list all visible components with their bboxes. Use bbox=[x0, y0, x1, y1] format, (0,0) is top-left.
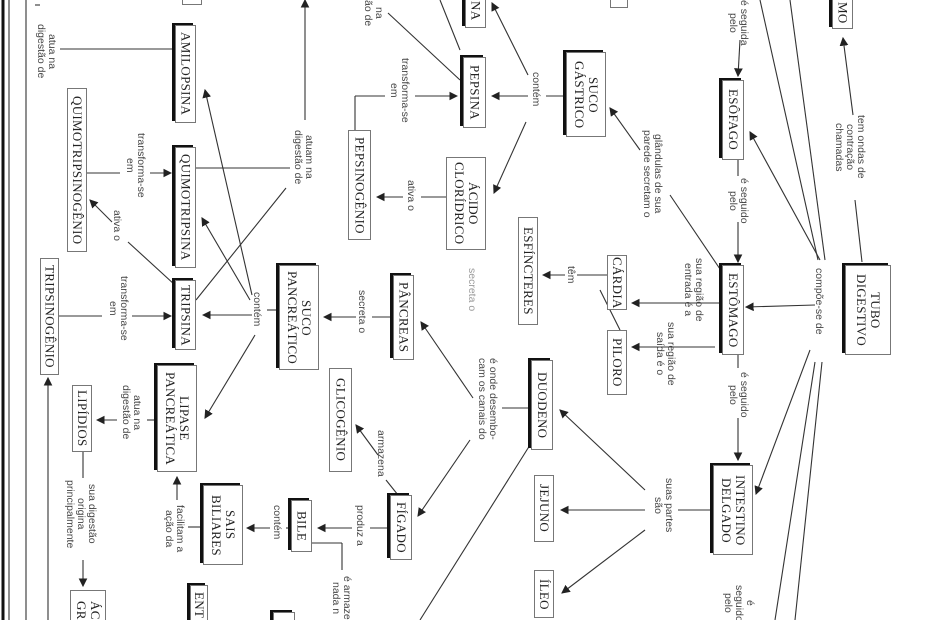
label-seguido-pelo-3: é seguido pelo bbox=[722, 585, 756, 620]
node-glicogenio: GLICOGÊNIO bbox=[329, 368, 352, 472]
label-seguido-pelo-2: é seguido pelo bbox=[727, 372, 750, 418]
label-seguido-pelo-1: é seguido pelo bbox=[727, 178, 750, 224]
label-tem: têm bbox=[565, 266, 577, 284]
label-tem-ondas: tem ondas de contração chamadas bbox=[833, 115, 867, 179]
node-lipase-pancreatica: LIPASE PANCREÁTICA bbox=[157, 365, 197, 472]
label-seguida-pelo: é seguida pelo bbox=[727, 0, 750, 46]
label-secreta-gray: secreta o bbox=[466, 268, 478, 312]
label-ativa-pepsinogenio: ativa o bbox=[405, 180, 417, 211]
node-top-partial bbox=[610, 0, 628, 8]
node-amilopsina: AMILOPSINA bbox=[175, 25, 196, 123]
node-quimotripsinogenio: QUIMOTRIPSINOGÊNIO bbox=[67, 88, 87, 252]
node-peristaltismo: MO bbox=[832, 0, 853, 29]
node-tubo-digestivo: TUBO DIGESTIVO bbox=[845, 265, 891, 355]
label-suas-partes: suas partes são bbox=[652, 478, 675, 533]
label-armazena: armazena bbox=[375, 430, 387, 477]
label-regiao-entrada: sua região de entrada é a bbox=[682, 258, 705, 322]
label-contem-gastrico: contém bbox=[530, 72, 542, 107]
label-atuam-na: atuam na digestão de bbox=[292, 130, 315, 185]
label-atua-lipidios: atua na digestão de bbox=[120, 385, 143, 440]
node-tripsinogenio: TRIPSINOGÊNIO bbox=[40, 258, 59, 375]
label-transforma-pepsina: transforma-se em bbox=[388, 58, 411, 123]
node-ent: ENT bbox=[190, 585, 208, 620]
node-esofago: ESÔFAGO bbox=[722, 80, 744, 160]
node-bottom-partial bbox=[273, 612, 295, 620]
node-esfincteres: ESFÍNCTERES bbox=[518, 217, 538, 325]
label-secreta-pancreas: secreta o bbox=[356, 290, 368, 334]
node-jejuno: JEJUNO bbox=[534, 475, 554, 542]
label-transforma-trip: transforma-se em bbox=[107, 276, 130, 341]
label-ativa-quimo: ativa o bbox=[111, 210, 123, 241]
label-contem-pancreatico: contém bbox=[251, 292, 263, 327]
node-acido-cloridrico: ÁCIDO CLORÍDRICO bbox=[446, 157, 486, 250]
node-duodeno: DUODENO bbox=[531, 360, 553, 450]
label-atua-top: na ão de bbox=[362, 0, 385, 27]
node-intestino-delgado: INTESTINO DELGADO bbox=[713, 465, 753, 555]
node-acidos-graxos: ÁC GR bbox=[70, 590, 106, 620]
label-atua-amilo: atua na digestão de bbox=[35, 24, 58, 79]
label-compoe-se: compõe-se de bbox=[813, 268, 825, 335]
node-piloro: PILORO bbox=[607, 330, 627, 395]
node-quimotripsina: QUIMOTRIPSINA bbox=[175, 147, 196, 268]
node-ileo: ÍLEO bbox=[534, 570, 554, 618]
label-contem-bile: contém bbox=[271, 505, 283, 540]
label-regiao-saida: sua região de saída é o bbox=[654, 322, 677, 386]
node-estomago: ESTÔMAGO bbox=[722, 265, 744, 355]
label-sua-digestao: sua digestão origina principalmente bbox=[64, 480, 98, 549]
label-armazenada: é armaze nada n bbox=[330, 576, 353, 620]
node-na: NA bbox=[465, 0, 486, 28]
node-top-left-partial bbox=[182, 0, 202, 5]
node-pepsinogenio: PEPSINOGÊNIO bbox=[348, 130, 371, 240]
label-produz: produz a bbox=[354, 505, 366, 546]
node-pepsina: PEPSINA bbox=[463, 57, 486, 128]
node-pancreas: PÂNCREAS bbox=[393, 275, 414, 360]
node-suco-gastrico: SUCO GÁSTRICO bbox=[566, 52, 606, 137]
label-desembocam: é onde desembo- cam os canais do bbox=[476, 358, 499, 440]
node-tripsina: TRIPSINA bbox=[175, 280, 196, 350]
label-glandulas: glândulas de sua parede secretam o bbox=[641, 130, 664, 218]
label-transforma-quimo: transforma-se em bbox=[124, 133, 147, 198]
node-sais-biliares: SAIS BILIARES bbox=[203, 485, 243, 565]
node-bile: BILE bbox=[291, 500, 312, 552]
node-figado: FÍGADO bbox=[390, 495, 412, 560]
label-facilitam: facilitam a ação da bbox=[163, 505, 186, 553]
node-suco-pancreatico: SUCO PANCREÁTICO bbox=[279, 265, 319, 370]
node-lipidios: LIPÍDIOS bbox=[72, 385, 92, 452]
node-cardia: CÁRDIA bbox=[607, 255, 627, 310]
